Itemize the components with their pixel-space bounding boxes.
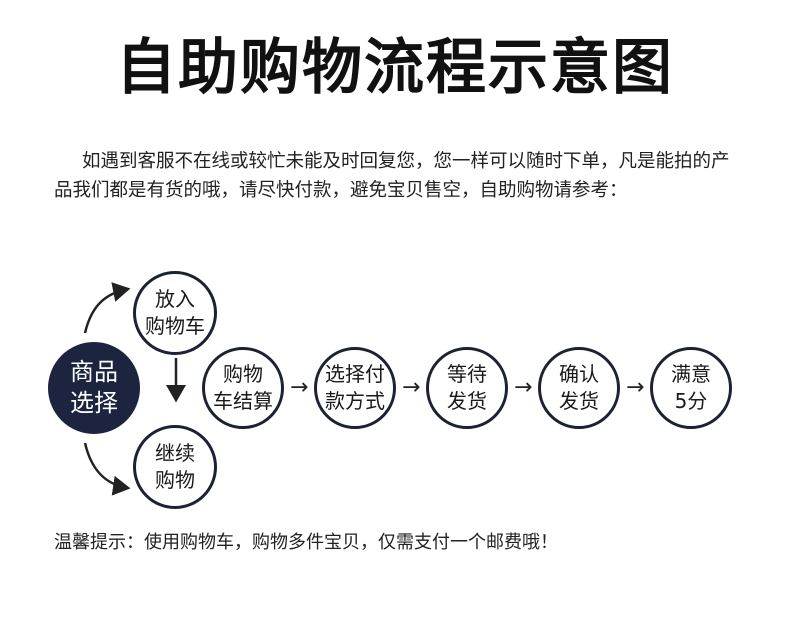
tip-text: 温馨提示：使用购物车，购物多件宝贝，仅需支付一个邮费哦！ — [54, 532, 558, 553]
node-satisfied-rating: 满意 5分 — [650, 347, 732, 429]
node-add-cart: 放入 购物车 — [133, 271, 217, 355]
arrow-2: → — [402, 375, 421, 400]
page-title: 自助购物流程示意图 — [116, 33, 674, 103]
arrow-4: → — [626, 375, 645, 400]
arc-to-add-cart — [83, 282, 131, 334]
node-product-select: 商品 选择 — [48, 342, 140, 434]
arc-to-continue — [83, 442, 131, 496]
node-confirm-shipping: 确认 发货 — [538, 347, 620, 429]
arrow-1: → — [290, 375, 309, 400]
intro-paragraph: 如遇到客服不在线或较忙未能及时回复您，您一样可以随时下单，凡是能拍的产品我们都是… — [54, 151, 730, 201]
flow-arcs — [83, 282, 186, 496]
node-continue-shopping: 继续 购物 — [133, 425, 217, 509]
node-wait-shipping: 等待 发货 — [426, 347, 508, 429]
node-payment-method: 选择付 款方式 — [314, 347, 396, 429]
node-cart-checkout: 购物 车结算 — [202, 347, 284, 429]
arrow-3: → — [514, 375, 533, 400]
